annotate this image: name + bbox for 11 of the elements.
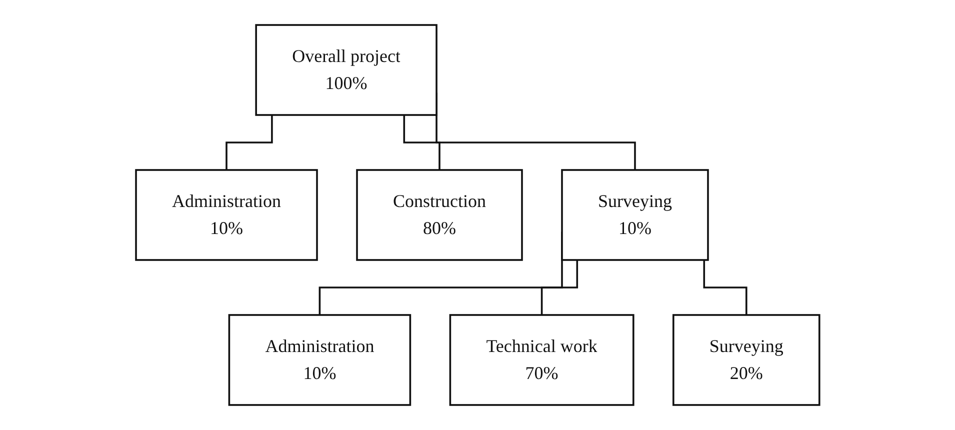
node-box: Construction 80% <box>356 169 523 261</box>
node-box: Surveying 10% <box>560 169 709 261</box>
connector <box>225 115 273 171</box>
node-box: Overall project 100% <box>254 24 438 116</box>
node-box: Surveying 20% <box>672 314 820 406</box>
connector <box>540 260 578 316</box>
connector <box>403 115 440 171</box>
node-box: Technical work 70% <box>449 314 634 406</box>
node-box: Administration 10% <box>134 169 318 261</box>
connector <box>703 260 748 316</box>
node-box: Administration 10% <box>228 314 411 406</box>
